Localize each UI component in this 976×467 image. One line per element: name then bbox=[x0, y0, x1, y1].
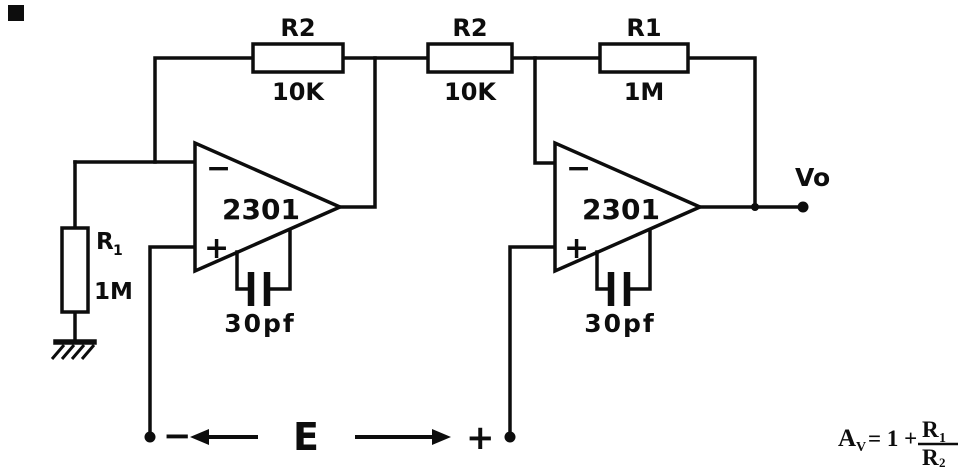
print-artifact bbox=[8, 5, 24, 21]
right-arrow-head bbox=[432, 429, 451, 445]
output-node: Vo bbox=[751, 163, 830, 213]
capacitor-c2-plates bbox=[607, 272, 631, 306]
resistor-r1-ground-ref-sub: 1 bbox=[113, 243, 123, 259]
gain-formula: A V = 1 + R 1 R 2 bbox=[838, 417, 958, 467]
source-label: E bbox=[293, 415, 319, 459]
capacitor-c1-value: 30pf bbox=[224, 309, 296, 338]
opamp-2-part-number: 2301 bbox=[582, 193, 660, 226]
resistor-r2-mid-body bbox=[426, 42, 514, 74]
formula-numerator: R bbox=[922, 417, 939, 442]
resistor-r2-mid-ref: R2 bbox=[452, 14, 487, 42]
opamp-2: − + 2301 bbox=[553, 140, 705, 274]
opamp-1-noninv-mark: + bbox=[204, 231, 229, 266]
capacitor-c2-value: 30pf bbox=[584, 309, 656, 338]
output-terminal-dot bbox=[797, 201, 809, 213]
junction-dot-feedback bbox=[751, 203, 759, 211]
neg-terminal-dot bbox=[144, 431, 156, 443]
capacitor-c1: 30pf bbox=[224, 228, 296, 338]
resistor-r1-top: R1 1M bbox=[598, 14, 690, 106]
resistor-r2-mid-value: 10K bbox=[444, 78, 497, 106]
wire-op1-noninv-input bbox=[148, 245, 197, 435]
formula-denominator-sub: 2 bbox=[939, 455, 946, 467]
resistor-r1-top-ref: R1 bbox=[626, 14, 661, 42]
resistor-r1-ground-ref: R bbox=[96, 229, 114, 255]
capacitor-c1-leads bbox=[235, 228, 292, 291]
opamp-2-noninv-mark: + bbox=[564, 231, 589, 266]
resistor-r2-mid: R2 10K bbox=[426, 14, 514, 106]
opamp-1-inv-mark: − bbox=[206, 151, 231, 186]
opamp-1-part-number: 2301 bbox=[222, 193, 300, 226]
formula-mid: = 1 + bbox=[868, 426, 917, 451]
capacitor-c2-leads bbox=[595, 228, 652, 291]
pos-terminal-label: + bbox=[466, 418, 495, 458]
resistor-r1-ground: R 1 1M bbox=[60, 226, 133, 314]
capacitor-c1-plates bbox=[247, 272, 271, 306]
formula-denominator: R bbox=[922, 445, 939, 467]
resistor-r2-left-ref: R2 bbox=[280, 14, 315, 42]
left-arrow-head bbox=[190, 429, 209, 445]
neg-terminal-label: − bbox=[163, 416, 192, 456]
resistor-r2-left-value: 10K bbox=[272, 78, 325, 106]
resistor-r1-ground-value: 1M bbox=[94, 279, 133, 305]
resistor-r1-ground-body bbox=[60, 226, 90, 314]
opamp-2-inv-mark: − bbox=[566, 151, 591, 186]
formula-numerator-sub: 1 bbox=[939, 431, 946, 446]
resistor-r2-left-body bbox=[251, 42, 345, 74]
opamp-1-triangle bbox=[193, 140, 345, 274]
formula-a-sub: V bbox=[856, 440, 866, 455]
opamp-2-triangle bbox=[553, 140, 705, 274]
pos-terminal-dot bbox=[504, 431, 516, 443]
wire-top-rail bbox=[153, 56, 757, 209]
resistor-r1-top-value: 1M bbox=[624, 78, 665, 106]
resistor-r1-top-body bbox=[598, 42, 690, 74]
wire-op1-feedback bbox=[338, 56, 377, 209]
opamp-1: − + 2301 bbox=[193, 140, 345, 274]
ground-symbol bbox=[50, 339, 97, 360]
formula-a: A bbox=[838, 425, 856, 452]
resistor-r2-left: R2 10K bbox=[251, 14, 345, 106]
input-source: − + E bbox=[144, 415, 516, 459]
output-label: Vo bbox=[795, 163, 830, 192]
wire-op2-inv-input bbox=[533, 56, 557, 165]
capacitor-c2: 30pf bbox=[584, 228, 656, 338]
wire-op2-noninv-input bbox=[508, 245, 557, 435]
ground-hatching bbox=[50, 344, 96, 360]
